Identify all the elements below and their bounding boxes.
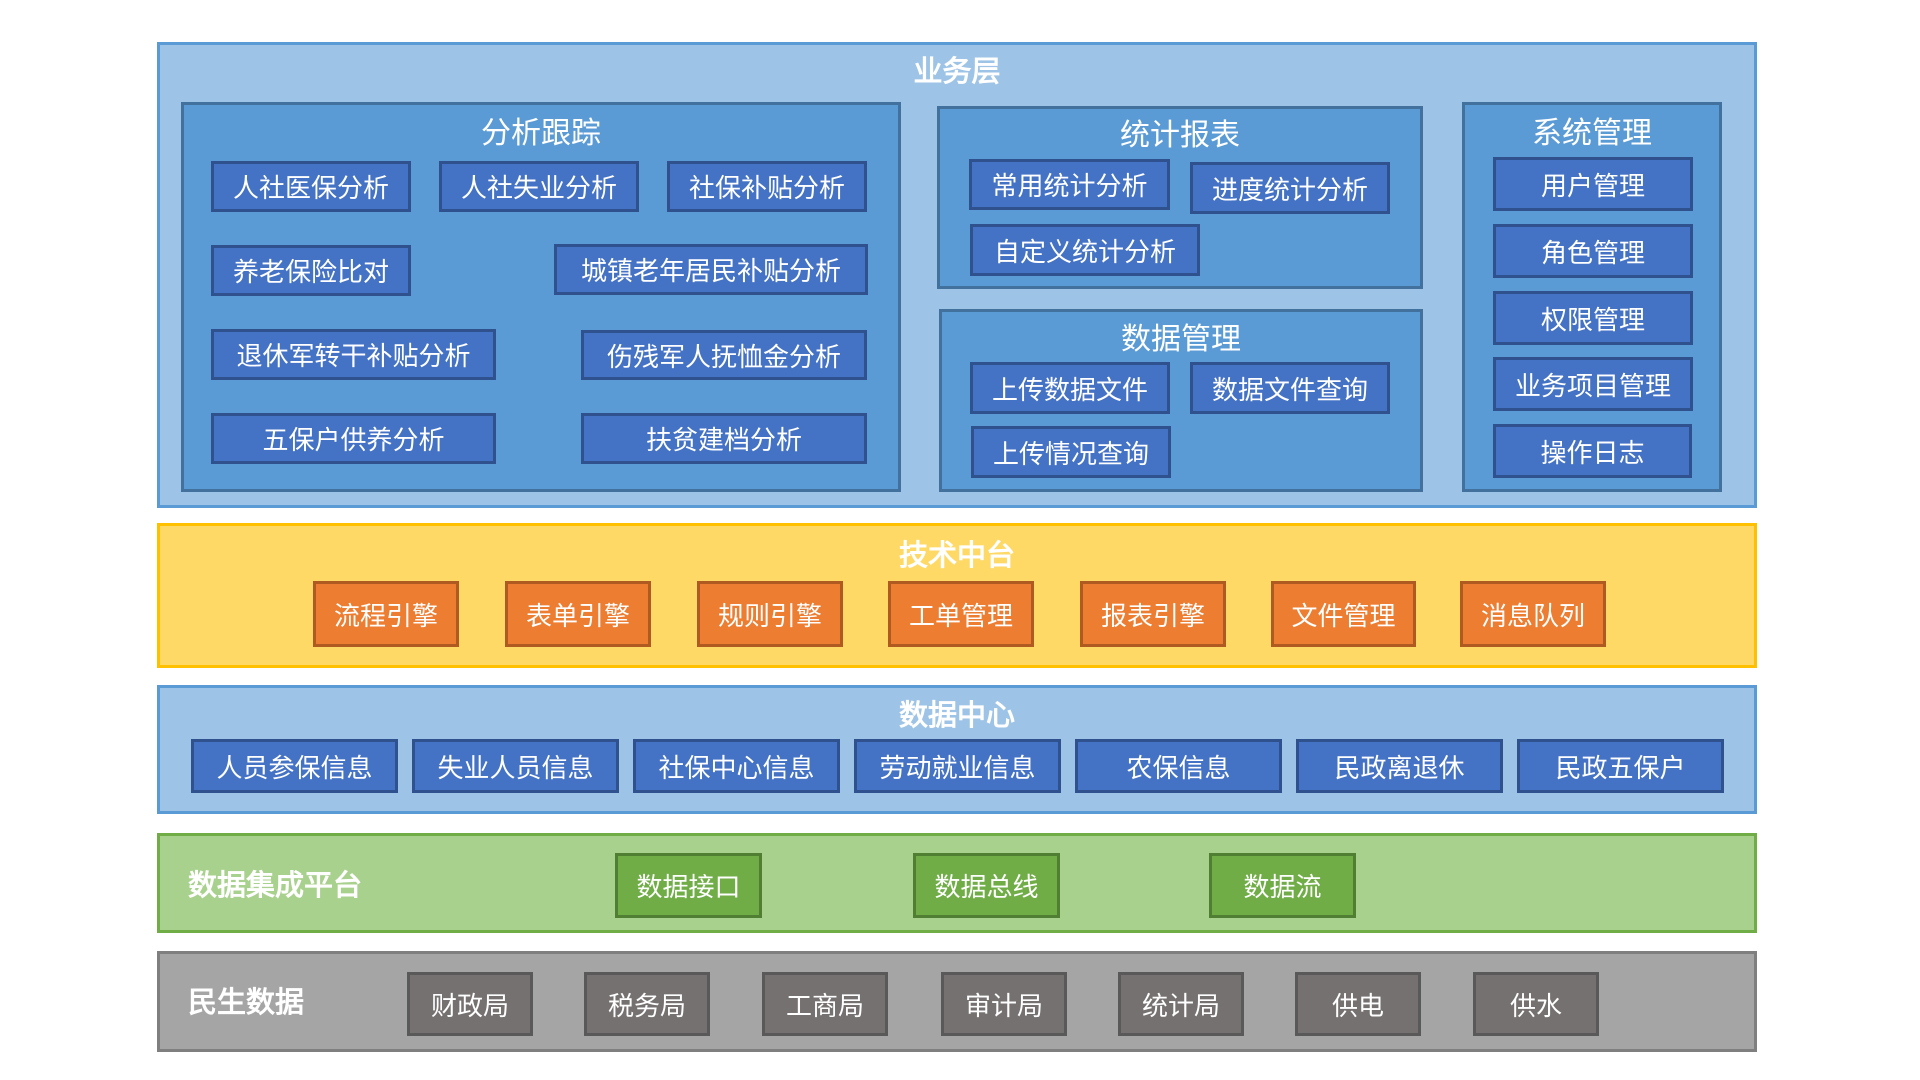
data-item-upload-file[interactable]: 上传数据文件	[970, 362, 1170, 414]
src-item-statistics-bureau[interactable]: 统计局	[1118, 972, 1244, 1036]
analysis-item-medical-insurance[interactable]: 人社医保分析	[211, 161, 411, 212]
stats-item-common[interactable]: 常用统计分析	[969, 159, 1170, 210]
statistics-reports-title: 统计报表	[1120, 118, 1240, 153]
src-item-power-supply[interactable]: 供电	[1295, 972, 1421, 1036]
data-item-file-query[interactable]: 数据文件查询	[1190, 362, 1390, 414]
analysis-item-pension-compare[interactable]: 养老保险比对	[211, 245, 411, 296]
src-item-water-supply[interactable]: 供水	[1473, 972, 1599, 1036]
sys-item-operation-log[interactable]: 操作日志	[1493, 424, 1692, 478]
tech-item-report-engine[interactable]: 报表引擎	[1080, 581, 1226, 647]
tech-platform-title: 技术中台	[898, 538, 1015, 572]
dc-item-civil-retirement[interactable]: 民政离退休	[1296, 739, 1503, 793]
int-item-data-bus[interactable]: 数据总线	[913, 853, 1060, 918]
business-layer-title: 业务层	[913, 54, 1001, 88]
data-item-upload-status-query[interactable]: 上传情况查询	[971, 426, 1171, 478]
livelihood-data-title: 民生数据	[188, 985, 305, 1019]
dc-item-rural-insurance[interactable]: 农保信息	[1075, 739, 1282, 793]
src-item-finance-bureau[interactable]: 财政局	[407, 972, 533, 1036]
dc-item-insured-persons[interactable]: 人员参保信息	[191, 739, 398, 793]
tech-item-workflow-engine[interactable]: 流程引擎	[313, 581, 459, 647]
system-management-title: 系统管理	[1532, 116, 1652, 151]
analysis-item-poverty-archive[interactable]: 扶贫建档分析	[581, 413, 867, 464]
sys-item-business-projects[interactable]: 业务项目管理	[1493, 357, 1693, 411]
tech-item-rule-engine[interactable]: 规则引擎	[697, 581, 843, 647]
stats-item-progress[interactable]: 进度统计分析	[1190, 162, 1390, 214]
analysis-item-disabled-veteran-pension[interactable]: 伤残军人抚恤金分析	[581, 330, 867, 380]
data-management-title: 数据管理	[1121, 322, 1241, 357]
dc-item-labor-employment[interactable]: 劳动就业信息	[854, 739, 1061, 793]
dc-item-unemployed-persons[interactable]: 失业人员信息	[412, 739, 619, 793]
src-item-tax-bureau[interactable]: 税务局	[584, 972, 710, 1036]
dc-item-civil-five-guarantee[interactable]: 民政五保户	[1517, 739, 1724, 793]
sys-item-roles[interactable]: 角色管理	[1493, 224, 1693, 278]
analysis-item-elderly-subsidy[interactable]: 城镇老年居民补贴分析	[554, 244, 868, 295]
analysis-tracking-title: 分析跟踪	[481, 116, 601, 151]
analysis-item-retired-military-subsidy[interactable]: 退休军转干补贴分析	[211, 329, 496, 380]
src-item-commerce-bureau[interactable]: 工商局	[762, 972, 888, 1036]
analysis-item-unemployment[interactable]: 人社失业分析	[439, 161, 639, 212]
stats-item-custom[interactable]: 自定义统计分析	[970, 224, 1200, 276]
sys-item-permissions[interactable]: 权限管理	[1493, 291, 1693, 345]
integration-platform-title: 数据集成平台	[188, 868, 363, 902]
tech-item-form-engine[interactable]: 表单引擎	[505, 581, 651, 647]
analysis-item-social-subsidy[interactable]: 社保补贴分析	[667, 161, 867, 212]
tech-item-file-management[interactable]: 文件管理	[1271, 581, 1416, 647]
sys-item-users[interactable]: 用户管理	[1493, 157, 1693, 211]
int-item-data-interface[interactable]: 数据接口	[615, 853, 762, 918]
data-center-title: 数据中心	[898, 698, 1015, 732]
tech-item-message-queue[interactable]: 消息队列	[1460, 581, 1606, 647]
analysis-item-five-guarantee[interactable]: 五保户供养分析	[211, 413, 496, 464]
tech-item-work-order[interactable]: 工单管理	[888, 581, 1034, 647]
int-item-data-stream[interactable]: 数据流	[1209, 853, 1356, 918]
src-item-audit-bureau[interactable]: 审计局	[941, 972, 1067, 1036]
dc-item-social-security-center[interactable]: 社保中心信息	[633, 739, 840, 793]
